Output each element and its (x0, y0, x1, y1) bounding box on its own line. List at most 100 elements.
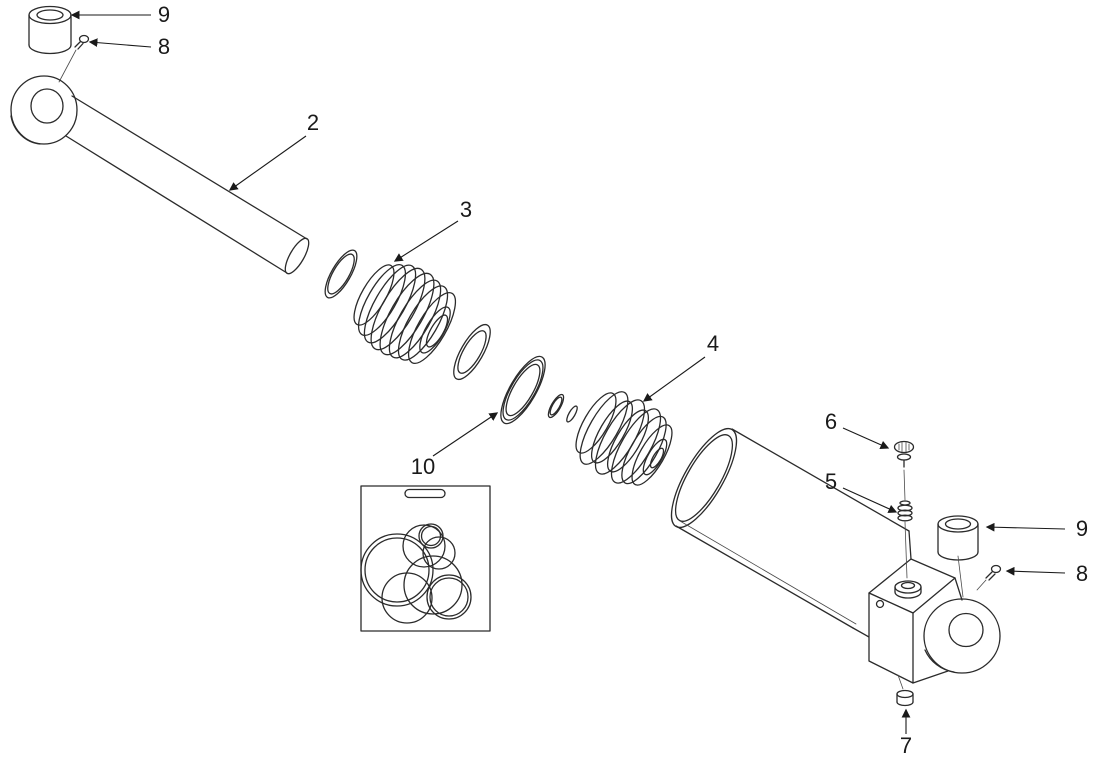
seal-inner (457, 330, 487, 374)
screw-right-threads (985, 571, 996, 581)
bag-ring-3-outer (426, 574, 472, 620)
bag-ring-7-outer (418, 523, 444, 549)
piston-rib-1 (575, 392, 617, 454)
o-ring-b (566, 405, 578, 423)
rod-eye-bore (30, 88, 64, 124)
piston-rib-7 (621, 415, 667, 485)
assembly-line-right-8 (976, 579, 987, 591)
spring-coil-3 (897, 514, 913, 522)
bag-ring-2 (403, 555, 463, 615)
leader-9-right (985, 522, 1066, 532)
bushing-right-bore (944, 518, 972, 530)
barrel-end-cap (868, 558, 1001, 684)
gland-rib-7 (397, 285, 449, 361)
leader-10 (432, 412, 499, 457)
assembly-line-6-to-5 (903, 469, 906, 501)
port-boss-bottom (894, 591, 922, 599)
wear-ring-inner (505, 363, 541, 417)
rod-seal-ring (453, 323, 491, 381)
bushing-bottom-arc (28, 44, 72, 55)
callout-5: 5 (825, 469, 837, 494)
barrel-top-edge (731, 428, 910, 532)
barrel-bottom-edge (675, 525, 854, 629)
rod-top-edge (71, 95, 308, 240)
piston-rod (65, 95, 310, 275)
bag-hang-slot (404, 488, 446, 499)
screw-head (78, 34, 90, 44)
gland-rib-5 (379, 272, 435, 356)
barrel-mouth-inner (674, 434, 734, 522)
barrel-cap-join-top (908, 530, 912, 560)
leader-4 (642, 356, 706, 402)
seal-outer (453, 323, 491, 381)
callout-labels: 9 8 2 3 4 10 6 5 9 8 7 (158, 2, 1088, 758)
wear-ring-part (500, 355, 546, 425)
valve-base (896, 453, 912, 461)
bushing-top-rim (28, 5, 72, 25)
breather-valve-part (893, 440, 915, 468)
bag-outline (360, 485, 491, 632)
backup-ring-inner (327, 253, 355, 295)
gland-bore (425, 314, 449, 348)
bushing-bore (36, 9, 64, 21)
cap-eye-outer (923, 598, 1001, 674)
plug-bottom-arc (896, 701, 914, 707)
callout-8-right: 8 (1076, 561, 1088, 586)
wear-ring-mid (502, 359, 544, 421)
gland-rib-1 (353, 264, 395, 326)
plug-part-bottom (896, 689, 914, 707)
rod-eye-outer (10, 75, 78, 145)
cap-front-hole (875, 599, 885, 609)
cap-eye-depth-arc (924, 649, 955, 673)
gland-rib-4 (370, 267, 426, 351)
gland-face (407, 292, 457, 364)
o-ring-a-inner (549, 396, 563, 416)
barrel-mouth-outer (670, 427, 738, 529)
cap-eye-join-bottom (912, 670, 949, 684)
piston-face (631, 424, 673, 486)
leader-6 (842, 427, 890, 449)
barrel-cap-join-bottom (852, 627, 870, 638)
callout-9-top: 9 (158, 2, 170, 27)
backup-ring-outer (324, 249, 358, 299)
piston-part (575, 391, 673, 486)
bushing-part-right (937, 515, 979, 561)
callout-7: 7 (900, 733, 912, 758)
leader-lines (70, 10, 1066, 734)
leader-3 (393, 220, 459, 262)
leader-2 (228, 135, 307, 191)
screw-threads (74, 40, 84, 50)
bag-ring-5 (422, 536, 456, 570)
spring-part (897, 500, 913, 522)
piston-rib-5 (606, 409, 650, 473)
bushing-part-top-left (28, 5, 72, 55)
set-screw-top-left (74, 34, 90, 50)
assembly-line-7 (897, 674, 904, 690)
callout-3: 3 (460, 197, 472, 222)
cap-eye-bore (948, 612, 984, 648)
callout-9-right: 9 (1076, 516, 1088, 541)
leader-5 (842, 487, 898, 513)
rod-eye (10, 75, 78, 145)
small-o-rings (547, 393, 578, 423)
gland-rib-6 (388, 279, 442, 359)
piston-face-ring (642, 438, 668, 476)
gland-rib-2 (357, 264, 407, 336)
cylinder-barrel (670, 427, 912, 638)
bag-ring-1-inner (364, 537, 430, 603)
callout-8-top: 8 (158, 34, 170, 59)
gland-head-part (353, 264, 457, 364)
bushing-right-bottom-arc (937, 551, 979, 561)
port-boss-hole (900, 581, 916, 590)
barrel-inner-seam (679, 520, 857, 625)
callout-6: 6 (825, 409, 837, 434)
bag-ring-3-inner (429, 577, 469, 617)
assembly-line-right-9 (957, 555, 964, 598)
cap-eye-join-top (954, 577, 963, 601)
callout-4: 4 (707, 331, 719, 356)
bag-ring-6 (381, 572, 433, 624)
rod-eye-depth-arc (10, 115, 41, 145)
o-ring-a-outer (547, 393, 565, 419)
callout-2: 2 (307, 110, 319, 135)
